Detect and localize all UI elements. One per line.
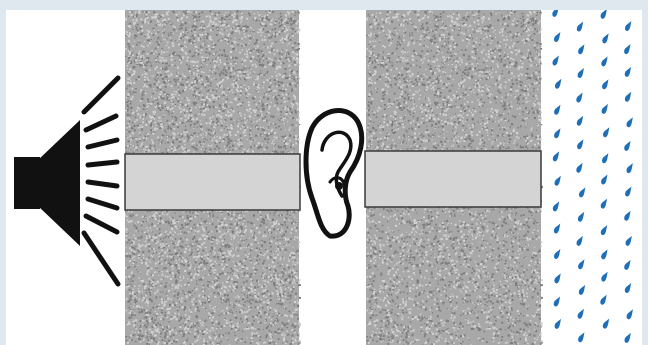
grey-panel-right [365,151,541,207]
canvas-background [6,10,642,345]
grey-panel-left [125,154,300,210]
